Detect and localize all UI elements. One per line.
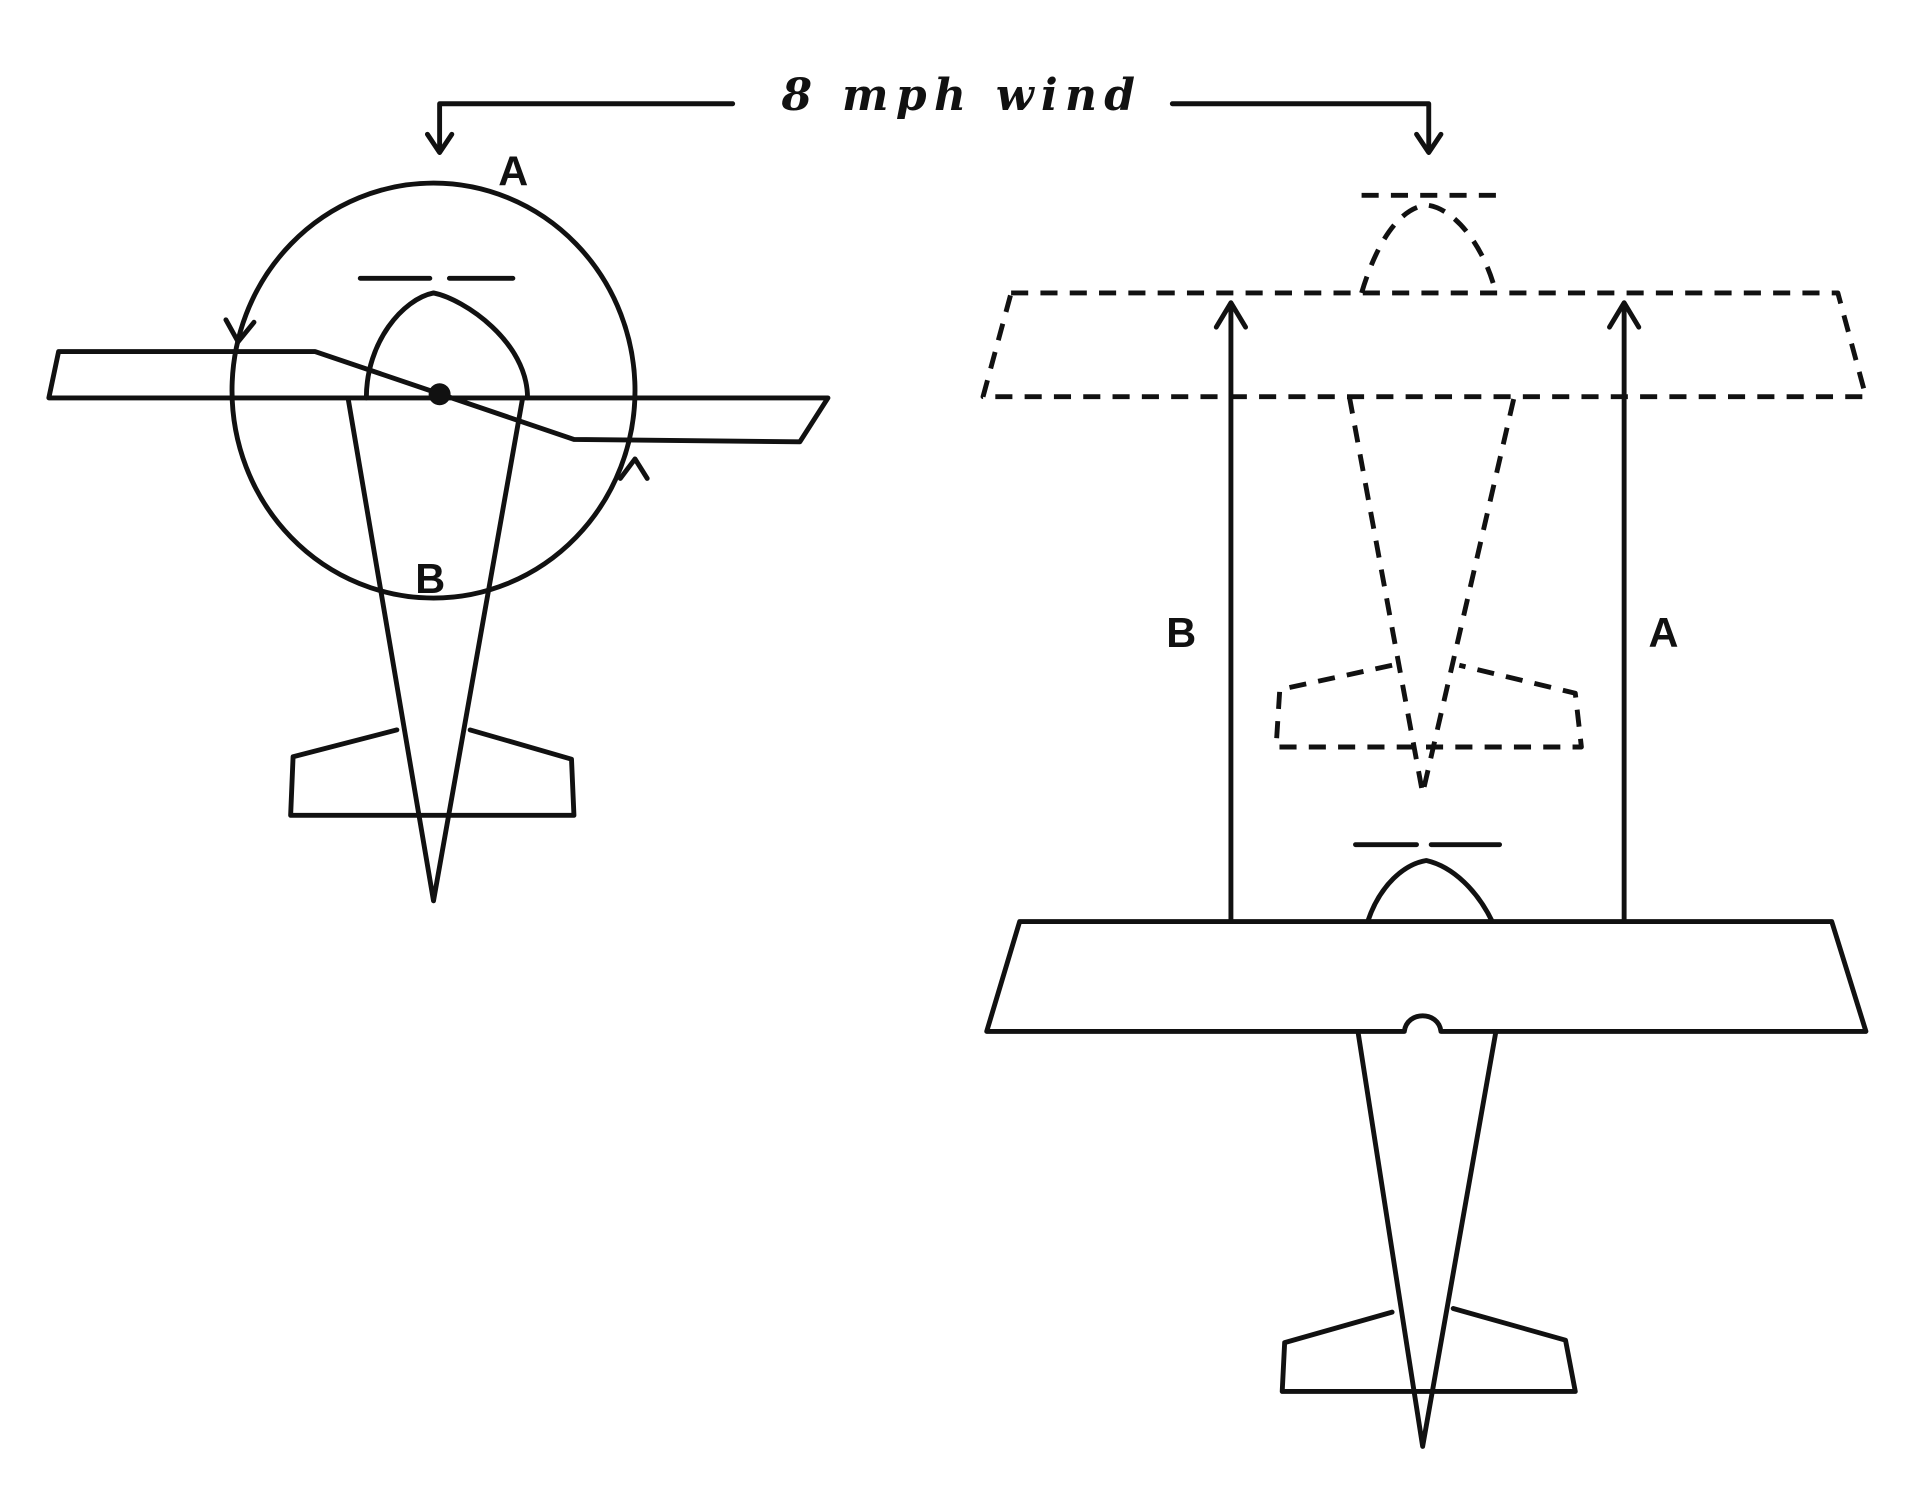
wind-arrowhead-right xyxy=(1414,131,1444,156)
circle-arrow-icon xyxy=(617,456,650,481)
arrowhead-icon xyxy=(1607,300,1642,330)
spinner xyxy=(1365,858,1495,924)
arrowhead-icon xyxy=(1213,300,1249,330)
label-a-right: A xyxy=(1649,609,1679,656)
wind-indicator: 8 mph wind xyxy=(424,70,1444,156)
ghost-spinner xyxy=(1359,202,1499,294)
label-b: B xyxy=(415,555,445,602)
circle-arrow-icon xyxy=(223,317,257,345)
fuselage xyxy=(1355,1028,1499,1449)
wind-arrow-right xyxy=(1169,101,1432,152)
ghost-fuselage xyxy=(1346,396,1517,796)
circling-path xyxy=(229,180,638,601)
ghost-wing xyxy=(980,290,1869,400)
label-b-right: B xyxy=(1166,609,1196,656)
wind-label: 8 mph wind xyxy=(781,70,1143,121)
tail xyxy=(1279,1306,1578,1394)
fuselage xyxy=(345,395,526,904)
banked-wing xyxy=(46,349,831,445)
label-a: A xyxy=(498,148,528,195)
pivot-dot xyxy=(428,383,451,406)
left-airplane-figure: A B xyxy=(46,148,831,904)
right-airplane-figure: B A xyxy=(980,192,1869,1449)
wind-arrowhead-left xyxy=(424,131,455,156)
wind-arrow-left xyxy=(437,101,736,152)
wing xyxy=(984,919,1869,1034)
spinner xyxy=(363,290,530,401)
ghost-tail xyxy=(1273,662,1584,750)
tail xyxy=(288,727,577,818)
